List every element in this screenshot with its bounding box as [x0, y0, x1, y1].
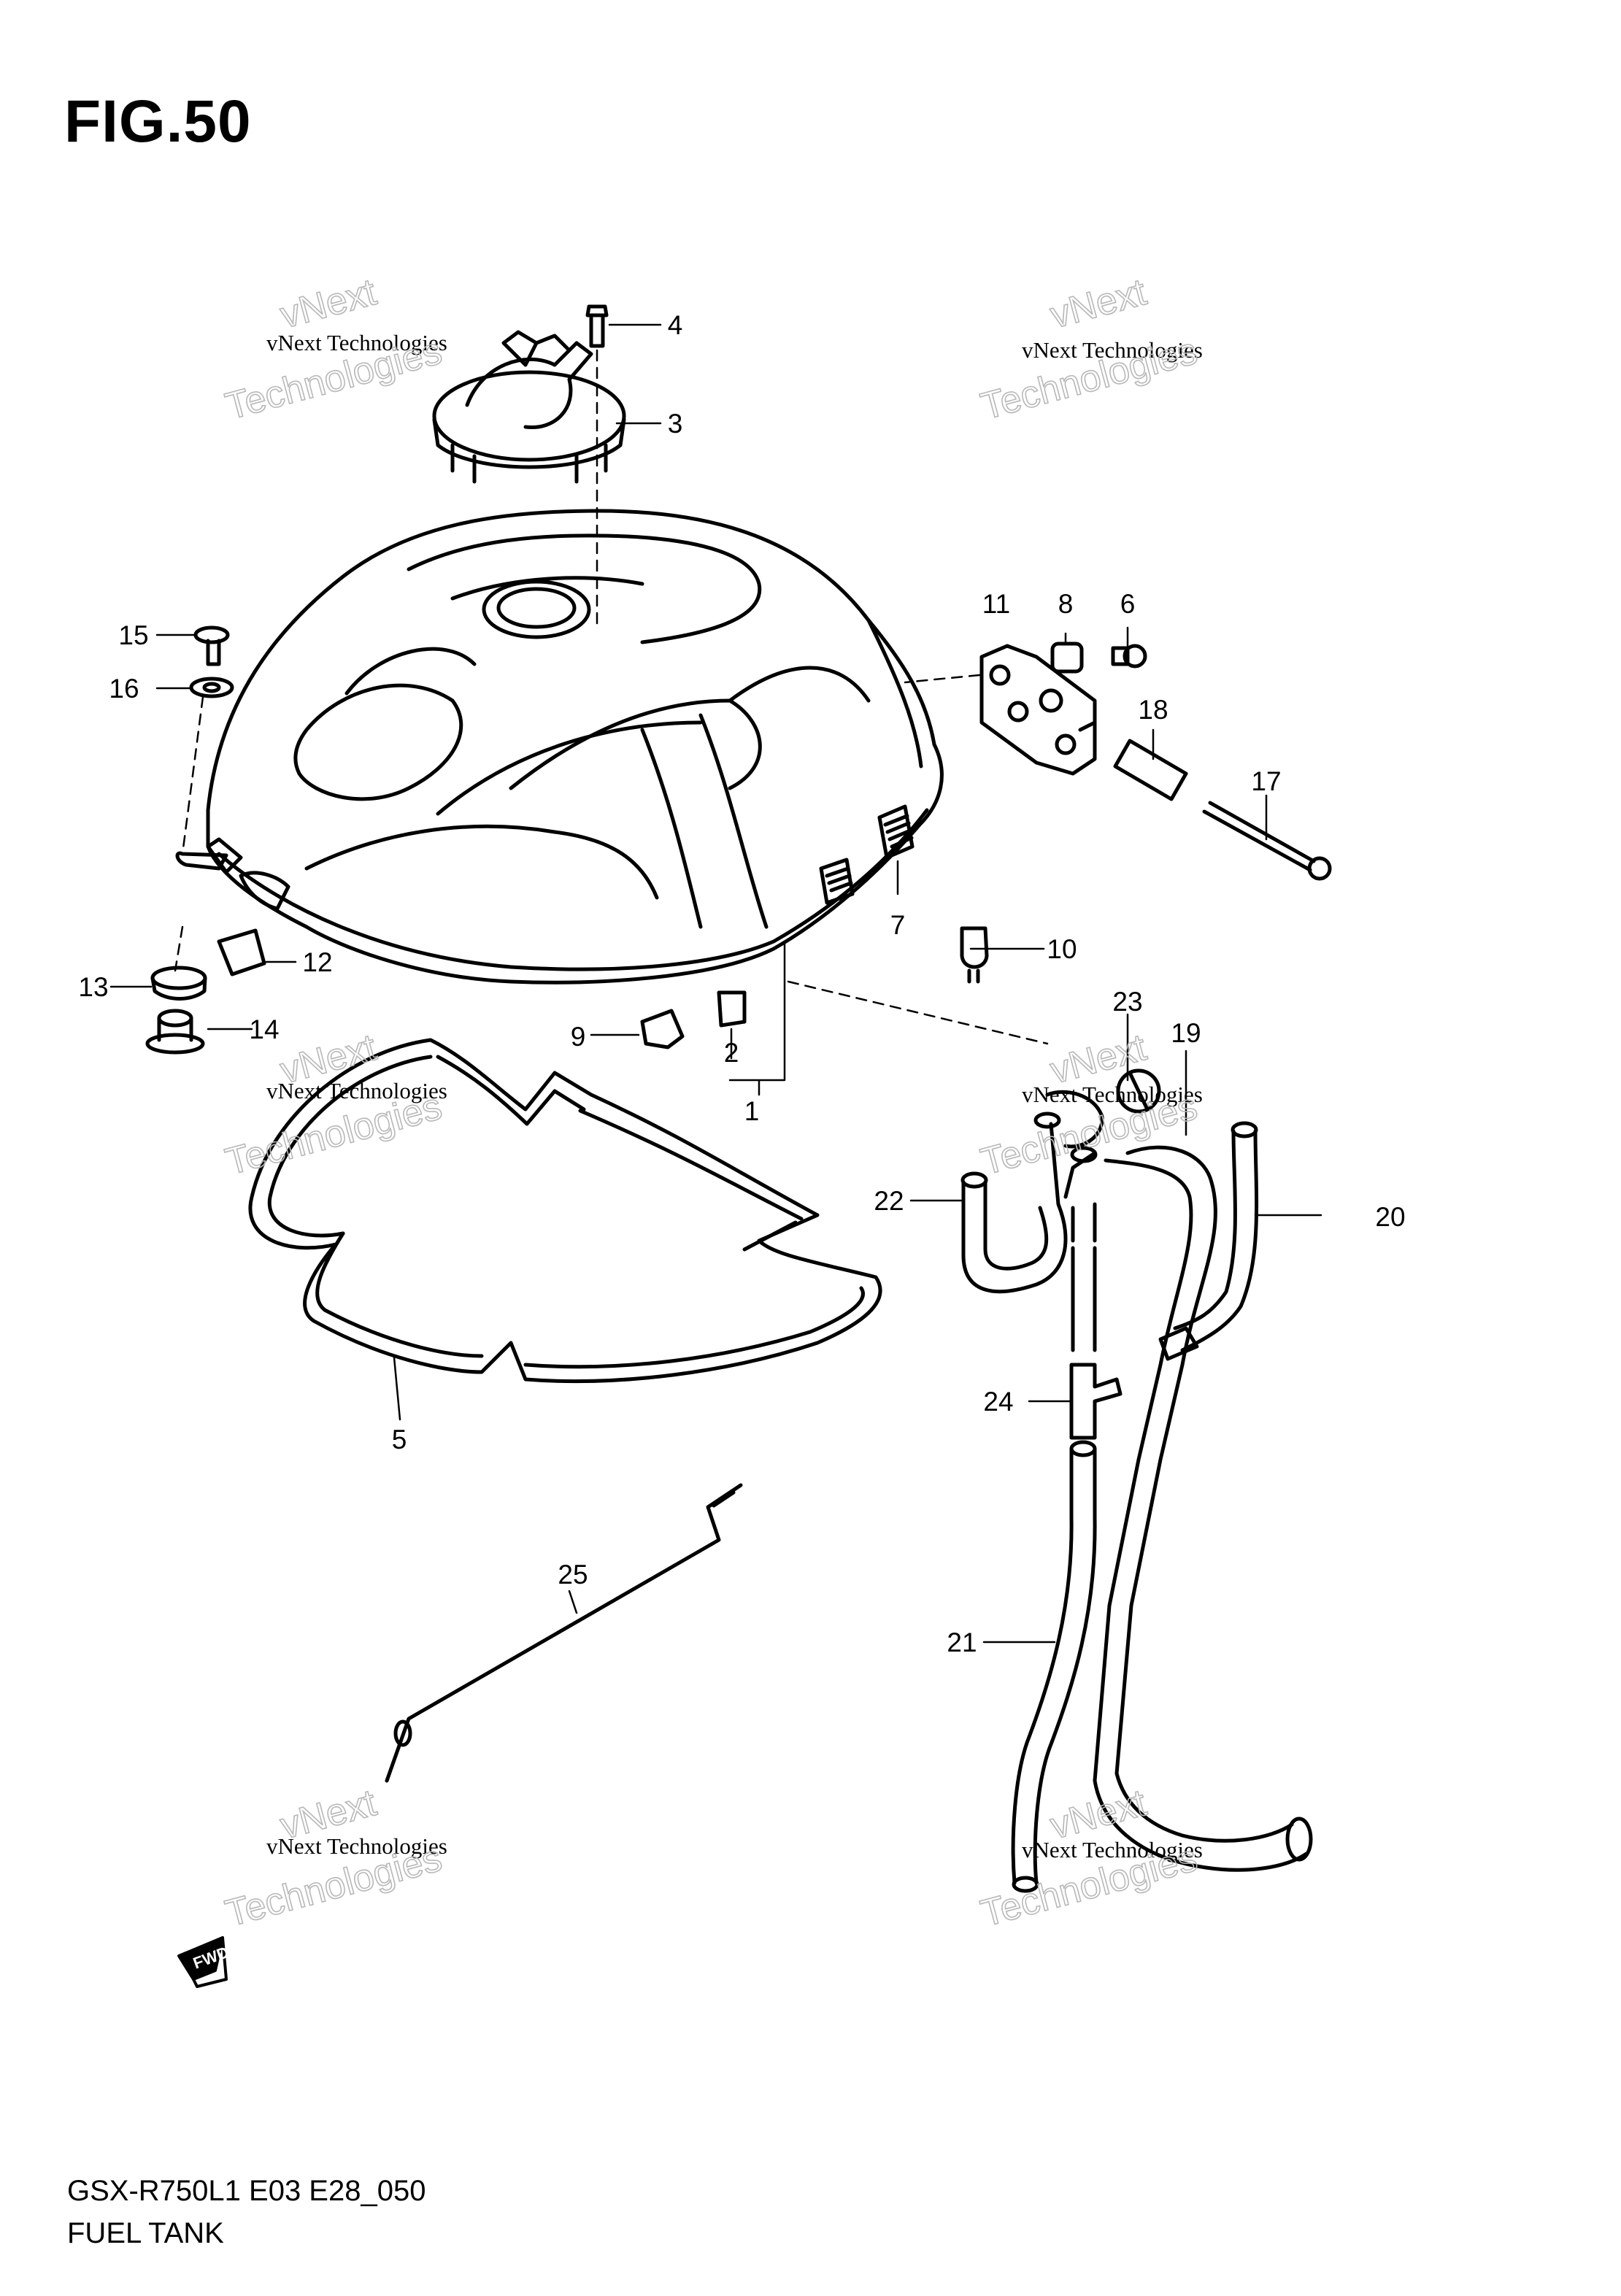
callout-8: 8	[1058, 589, 1074, 619]
callout-21: 21	[947, 1627, 977, 1657]
callout-23: 23	[1112, 987, 1142, 1017]
part-group-name: FUEL TANK	[67, 2217, 224, 2249]
callout-24: 24	[983, 1387, 1013, 1417]
svg-text:vNext: vNext	[276, 271, 381, 337]
watermark-bottom-right: vNext vNext Technologies Technologies	[976, 1781, 1203, 1935]
svg-text:vNext Technologies: vNext Technologies	[266, 330, 447, 355]
callout-3: 3	[668, 409, 683, 439]
bracket-drawing	[979, 642, 1332, 881]
callout-9: 9	[571, 1022, 586, 1052]
callout-22: 22	[874, 1186, 904, 1216]
callout-4: 4	[668, 310, 683, 340]
fuel-tank-drawing	[206, 509, 944, 985]
callout-6: 6	[1120, 589, 1136, 619]
callout-7: 7	[890, 910, 906, 940]
callout-11: 11	[982, 589, 1010, 619]
callout-2: 2	[724, 1038, 739, 1068]
callout-labels: 1 2 3 4 5 6 7 8 9 10 11 12 13 14 15 16 1…	[78, 310, 1405, 1657]
model-code: GSX-R750L1 E03 E28_050	[67, 2175, 426, 2207]
callout-1: 1	[744, 1096, 760, 1126]
watermark-bottom-left: vNext vNext Technologies Technologies	[220, 1781, 447, 1935]
callout-5: 5	[392, 1425, 407, 1455]
watermark-top-right: vNext vNext Technologies Technologies	[976, 270, 1203, 428]
callout-19: 19	[1171, 1018, 1201, 1048]
callout-13: 13	[78, 972, 108, 1002]
callout-20: 20	[1375, 1202, 1405, 1232]
fuel-cap-drawing	[432, 304, 626, 484]
hoses-drawing	[960, 1068, 1313, 1893]
callout-18: 18	[1138, 695, 1168, 725]
watermark-top-left: vNext vNext Technologies Technologies	[220, 270, 447, 428]
svg-text:vNext Technologies: vNext Technologies	[1022, 1837, 1203, 1862]
watermark: vNext vNext Technologies Technologies vN…	[220, 270, 1203, 1935]
gasket-drawing	[248, 1038, 882, 1384]
svg-text:vNext Technologies: vNext Technologies	[1022, 337, 1203, 363]
callout-15: 15	[118, 620, 148, 650]
small-parts-drawing	[145, 625, 989, 1055]
callout-17: 17	[1251, 766, 1281, 796]
callout-25: 25	[558, 1560, 588, 1590]
callout-14: 14	[249, 1014, 279, 1044]
svg-text:vNext Technologies: vNext Technologies	[1022, 1082, 1203, 1107]
callout-10: 10	[1047, 934, 1077, 964]
rod-drawing	[385, 1483, 743, 1783]
svg-text:vNext Technologies: vNext Technologies	[266, 1833, 447, 1859]
callout-12: 12	[302, 947, 332, 977]
svg-text:vNext Technologies: vNext Technologies	[266, 1078, 447, 1103]
leader-lines	[109, 323, 1322, 1644]
figure-title: FIG.50	[64, 88, 252, 155]
fwd-arrow-icon	[177, 1936, 228, 1988]
callout-16: 16	[109, 674, 139, 704]
svg-text:vNext: vNext	[1046, 271, 1151, 337]
watermark-mid-left: vNext vNext Technologies Technologies	[220, 1025, 447, 1184]
